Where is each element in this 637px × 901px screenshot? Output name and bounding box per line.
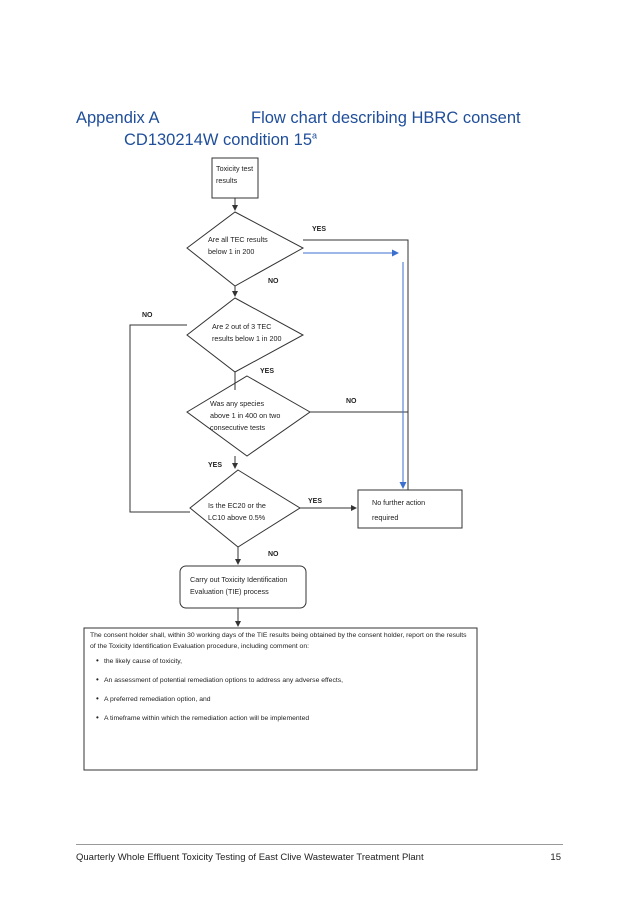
q4-no-label: NO — [268, 551, 279, 558]
heading-superscript: a — [312, 130, 318, 141]
q1-yes-label: YES — [312, 226, 327, 233]
report-list: the likely cause of toxicity, An assessm… — [90, 655, 472, 724]
appendix-label: Appendix A — [76, 109, 160, 127]
report-item: the likely cause of toxicity, — [96, 655, 472, 667]
heading-title-line2: CD130214W condition 15 — [124, 131, 313, 149]
footer-title: Quarterly Whole Effluent Toxicity Testin… — [76, 852, 424, 863]
page-number: 15 — [550, 852, 561, 863]
report-text: The consent holder shall, within 30 work… — [90, 630, 472, 732]
report-intro: The consent holder shall, within 30 work… — [90, 632, 467, 650]
footer-divider — [76, 844, 563, 845]
report-item: A timeframe within which the remediation… — [96, 712, 472, 724]
q3-no-label: NO — [346, 398, 357, 405]
end-box — [357, 489, 463, 529]
q3-yes-label: YES — [208, 462, 223, 469]
start-box — [211, 157, 259, 199]
decision-q3 — [186, 375, 311, 457]
q2-yes-label: YES — [260, 368, 275, 375]
q2-no-label: NO — [142, 312, 153, 319]
tie-box — [179, 565, 307, 609]
heading-title-line1: Flow chart describing HBRC consent — [251, 109, 521, 127]
q4-yes-label: YES — [308, 498, 323, 505]
appendix-heading: Appendix A Flow chart describing HBRC co… — [76, 107, 556, 151]
report-item: A preferred remediation option, and — [96, 693, 472, 705]
q1-no-label: NO — [268, 278, 279, 285]
report-item: An assessment of potential remediation o… — [96, 674, 472, 686]
